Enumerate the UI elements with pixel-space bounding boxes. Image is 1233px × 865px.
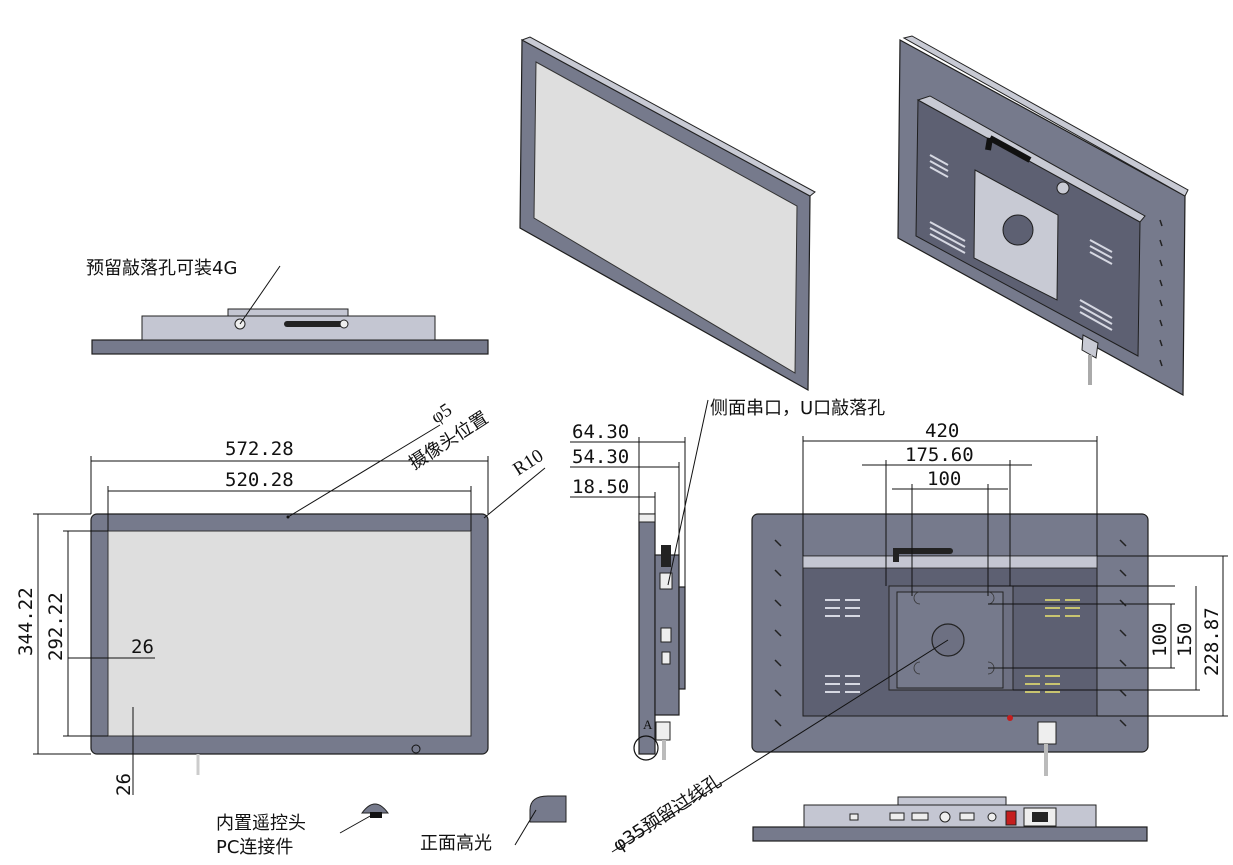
dim-depth-bezel: 18.50 xyxy=(572,476,629,498)
dim-depth-total: 64.30 xyxy=(572,421,629,443)
dim-rear-height: 228.87 xyxy=(1201,607,1223,676)
label-ir-line2: PC连接件 xyxy=(216,837,293,858)
rear-ortho-view xyxy=(751,513,1149,776)
side-mark: A xyxy=(643,717,653,732)
label-radius: R10 xyxy=(509,445,547,480)
dim-border-bottom: 26 xyxy=(113,773,135,796)
side-view xyxy=(633,513,686,761)
dim-rear-420: 420 xyxy=(925,420,959,442)
dim-border-side: 26 xyxy=(131,636,154,658)
iso-front-view xyxy=(519,36,816,392)
dim-screen-height: 292.22 xyxy=(45,592,67,661)
dim-screen-width: 520.28 xyxy=(225,469,294,491)
detail-front-gloss xyxy=(514,795,567,846)
dim-overall-width: 572.28 xyxy=(225,438,294,460)
rear-dimensions xyxy=(611,436,1228,853)
front-dimensions xyxy=(33,424,546,795)
label-camera-dia: φ5 xyxy=(427,399,456,428)
dim-vesa-height: 100 xyxy=(1149,623,1171,657)
dim-depth-mid: 54.30 xyxy=(572,446,629,468)
label-front-glossy: 正面高光 xyxy=(420,833,492,854)
dim-vesa-width: 100 xyxy=(927,468,961,490)
label-cable-hole: φ35预留过线孔 xyxy=(609,771,725,857)
label-reserved-4g: 预留敲落孔可装4G xyxy=(86,258,237,279)
dim-vesa-150: 150 xyxy=(1174,623,1196,657)
bottom-edge-view xyxy=(752,796,1148,842)
top-edge-view xyxy=(91,265,489,355)
side-dimensions xyxy=(570,399,709,587)
label-side-port: 侧面串口，U口敲落孔 xyxy=(710,398,885,419)
detail-ir-receiver xyxy=(339,803,389,834)
dim-overall-height: 344.22 xyxy=(15,587,37,656)
dim-rear-175: 175.60 xyxy=(905,444,974,466)
front-ortho-view xyxy=(90,513,489,775)
label-ir-line1: 内置遥控头 xyxy=(216,813,306,834)
iso-rear-view xyxy=(897,35,1189,397)
